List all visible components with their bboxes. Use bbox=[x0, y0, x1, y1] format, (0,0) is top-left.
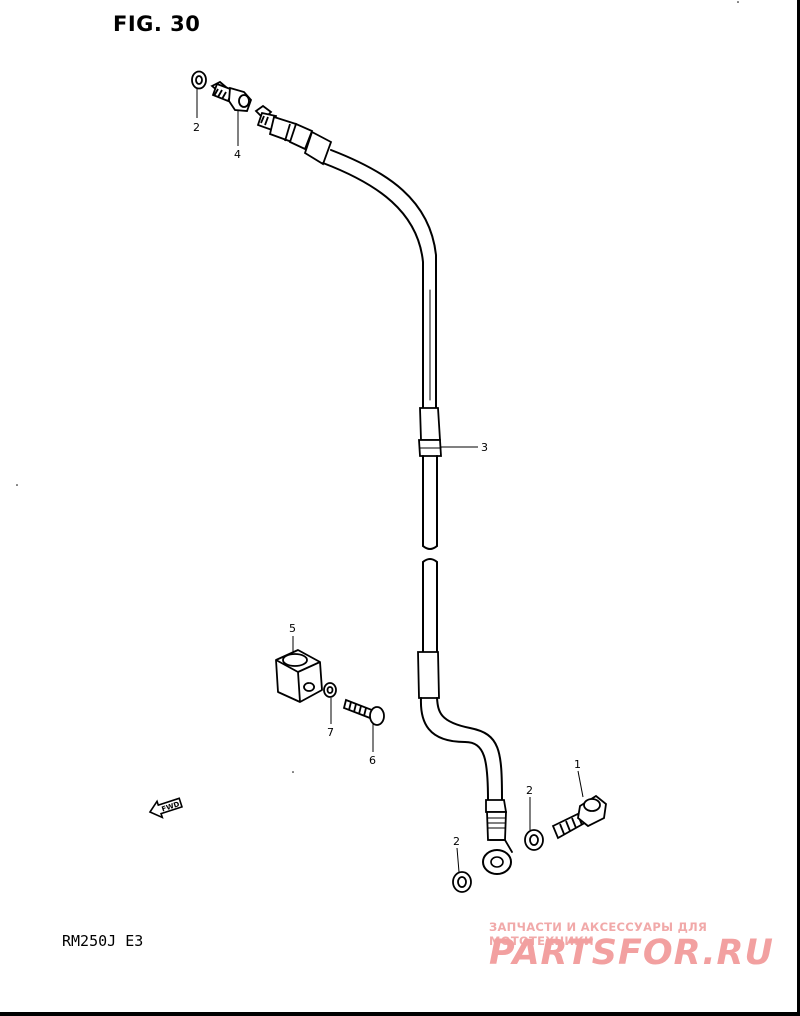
scan-specks bbox=[16, 1, 739, 773]
model-code: RM250J E3 bbox=[62, 932, 144, 950]
callout-1: 1 bbox=[574, 758, 581, 771]
callout-5: 5 bbox=[289, 622, 296, 635]
hose-clamp bbox=[275, 649, 323, 703]
figure-title: FIG. 30 bbox=[113, 12, 201, 36]
gasket-right bbox=[524, 829, 544, 851]
gasket-top bbox=[191, 70, 207, 90]
forward-arrow-icon: FWD bbox=[148, 797, 183, 819]
callout-4: 4 bbox=[234, 148, 241, 161]
callout-6: 6 bbox=[369, 754, 376, 767]
callout-3: 3 bbox=[481, 441, 488, 454]
fwd-label: FWD bbox=[161, 800, 181, 813]
callout-7: 7 bbox=[327, 726, 334, 739]
hose-top-fitting bbox=[254, 104, 333, 166]
union-bolt bbox=[551, 794, 607, 840]
leader-lines bbox=[196, 88, 584, 873]
callout-2-bottom: 2 bbox=[453, 835, 460, 848]
page-border-bottom bbox=[0, 1012, 800, 1016]
callout-2-top: 2 bbox=[193, 121, 200, 134]
washer bbox=[323, 682, 337, 698]
watermark-tagline: ЗАПЧАСТИ И АКСЕССУАРЫ ДЛЯ МОТОТЕХНИКИ bbox=[489, 920, 708, 948]
callout-2-right: 2 bbox=[526, 784, 533, 797]
clamp-bolt bbox=[342, 698, 385, 726]
brake-hose bbox=[322, 149, 513, 875]
watermark-logo: PARTSFOR.RU bbox=[489, 933, 774, 973]
page-border-right bbox=[797, 0, 800, 1016]
union-nut bbox=[210, 80, 253, 112]
gasket-bottom bbox=[452, 871, 472, 893]
